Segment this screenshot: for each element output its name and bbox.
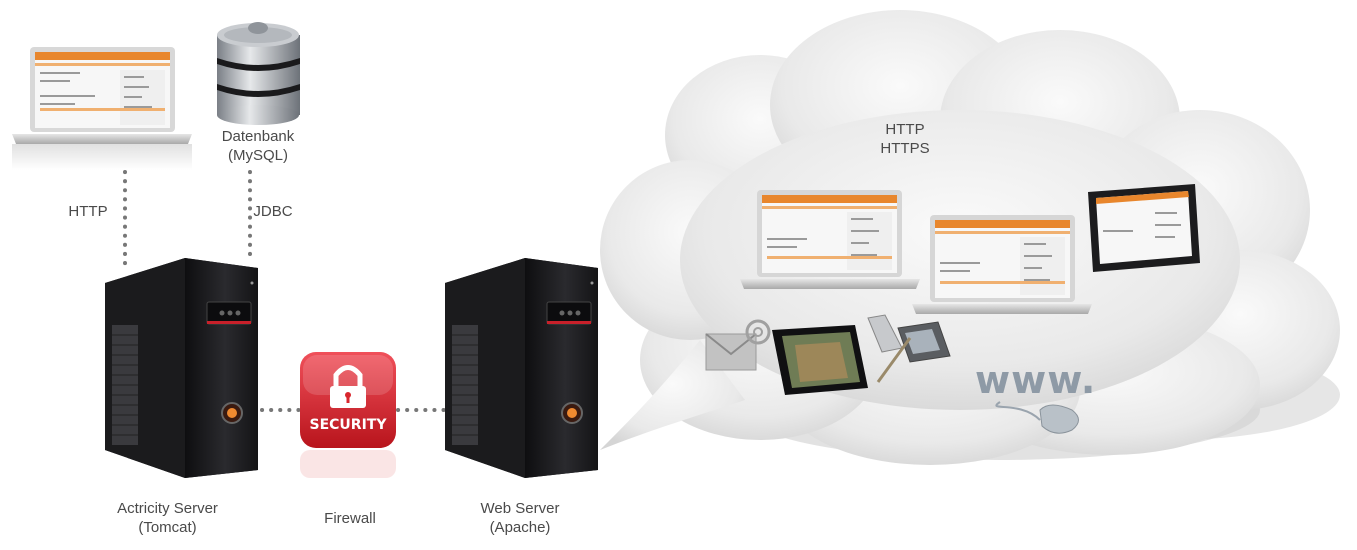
mobile-phones (867, 314, 951, 383)
security-badge-label: SECURITY (309, 417, 387, 433)
www-label: www. (975, 358, 1097, 402)
web-server-tower (445, 258, 598, 478)
cloud-protocol-https-label: HTTPS (880, 140, 930, 157)
cloud-protocol-http-label: HTTP (885, 121, 925, 138)
mouse-icon (995, 401, 1079, 434)
cloud-tablet (1088, 184, 1200, 272)
cloud-laptop-2 (912, 215, 1092, 314)
cloud-laptop-1 (740, 190, 920, 289)
web-server-type-label: (Apache) (489, 519, 551, 536)
client-laptop (12, 47, 192, 170)
security-badge (300, 352, 396, 478)
database-cylinder (217, 22, 300, 125)
firewall-label: Firewall (324, 510, 376, 527)
database-type-label: (MySQL) (228, 147, 288, 164)
email-icon (705, 319, 771, 371)
jdbc-link-label: JDBC (253, 203, 293, 220)
web-server-name-label: Web Server (480, 500, 560, 517)
activity-server-tower (105, 258, 258, 478)
http-link-label: HTTP (68, 203, 108, 220)
database-name-label: Datenbank (221, 128, 295, 145)
activity-server-type-label: (Tomcat) (138, 519, 197, 536)
connector-lines (123, 170, 447, 412)
activity-server-name-label: Actricity Server (117, 500, 218, 517)
smartphone (772, 325, 868, 395)
